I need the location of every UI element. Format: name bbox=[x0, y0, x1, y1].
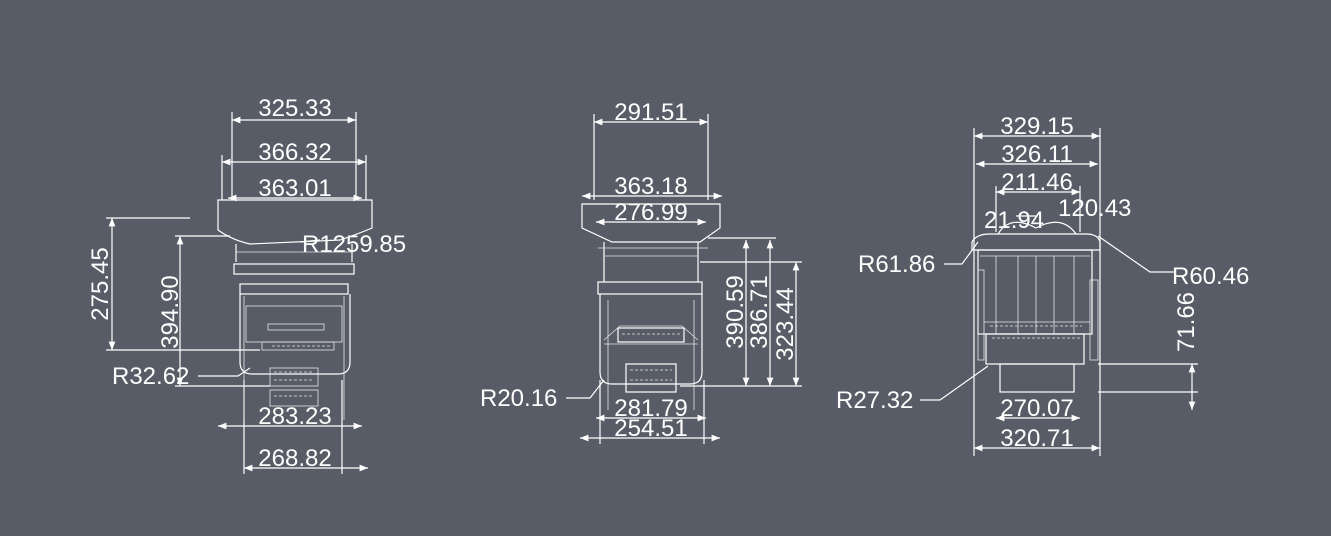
radius-side-20: R20.16 bbox=[480, 385, 557, 412]
dim-side-276: 276.99 bbox=[614, 199, 687, 226]
dim-side-281: 281.79 bbox=[614, 395, 687, 422]
front-view: 325.33 366.32 363.01 R1259.85 275.45 394… bbox=[87, 95, 406, 474]
dim-side-291: 291.51 bbox=[614, 99, 687, 126]
dim-front-268: 268.82 bbox=[258, 445, 331, 472]
dim-rear-326: 326.11 bbox=[1001, 141, 1073, 168]
dim-rear-211: 211.46 bbox=[1001, 169, 1073, 196]
dim-side-254: 254.51 bbox=[614, 415, 687, 442]
dim-rear-320: 320.71 bbox=[1000, 425, 1073, 452]
rear-view: 329.15 326.11 211.46 21.94 120.43 R61.86… bbox=[836, 113, 1249, 456]
dim-front-275: 275.45 bbox=[87, 247, 114, 320]
dim-rear-329: 329.15 bbox=[1000, 113, 1073, 140]
dim-rear-270: 270.07 bbox=[1000, 395, 1073, 422]
dim-rear-21: 21.94 bbox=[984, 207, 1044, 234]
dim-side-390: 390.59 bbox=[722, 275, 749, 348]
radius-front-1259: R1259.85 bbox=[302, 231, 406, 258]
radius-front-32: R32.62 bbox=[112, 363, 189, 390]
dim-front-394: 394.90 bbox=[157, 275, 184, 348]
side-view: 291.51 363.18 276.99 390.59 386.71 323.4… bbox=[480, 99, 802, 444]
radius-rear-61: R61.86 bbox=[858, 251, 935, 278]
dim-front-283: 283.23 bbox=[258, 403, 331, 430]
radius-rear-27: R27.32 bbox=[836, 387, 913, 414]
radius-rear-60: R60.46 bbox=[1172, 263, 1249, 290]
dim-rear-120: 120.43 bbox=[1058, 195, 1131, 222]
dim-side-386: 386.71 bbox=[746, 275, 773, 348]
dim-side-323: 323.44 bbox=[772, 287, 799, 360]
dim-side-363: 363.18 bbox=[614, 173, 687, 200]
dim-front-366: 366.32 bbox=[258, 139, 331, 166]
dim-front-363: 363.01 bbox=[258, 175, 331, 202]
dim-rear-71: 71.66 bbox=[1173, 292, 1200, 352]
dim-front-325: 325.33 bbox=[258, 95, 331, 122]
